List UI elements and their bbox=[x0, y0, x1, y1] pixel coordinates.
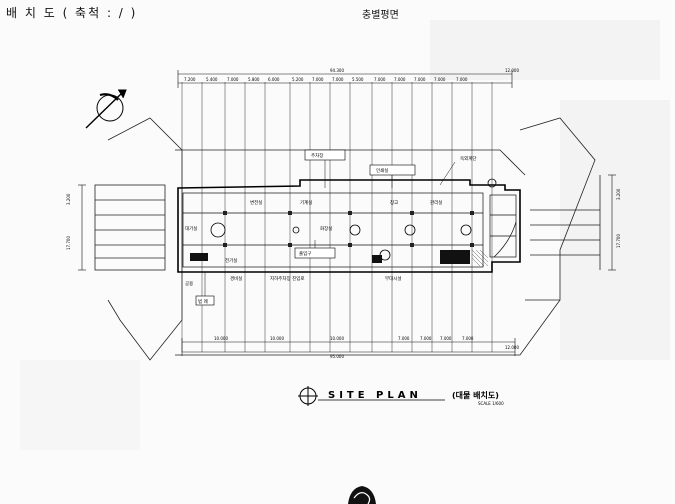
top-dim: 5.500 bbox=[352, 77, 364, 82]
room-label: 출입구 bbox=[299, 250, 311, 257]
bottom-dim: 10.000 bbox=[270, 336, 284, 341]
left-dimension-line bbox=[78, 174, 616, 271]
hatch bbox=[471, 249, 489, 267]
room-label: 관리실 bbox=[430, 199, 442, 206]
site-boundary bbox=[94, 117, 601, 361]
right-dimension: 12.000 bbox=[505, 68, 519, 73]
room-label: 기계실 bbox=[300, 199, 312, 206]
right-side-dimension-lower: 17.700 bbox=[616, 234, 621, 248]
top-dim: 7.000 bbox=[434, 77, 446, 82]
circular-fixtures bbox=[210, 178, 497, 261]
overall-top-dimension: 94.300 bbox=[330, 68, 344, 73]
top-dim: 7.000 bbox=[414, 77, 426, 82]
plan-subtitle: (대물 배치도) bbox=[452, 390, 499, 400]
seal-stamp bbox=[348, 486, 376, 504]
room-label: 대기실 bbox=[185, 225, 197, 232]
column-grid-lines bbox=[181, 82, 493, 352]
room-label: 전기실 bbox=[225, 257, 237, 264]
overall-bottom-dimension: 95.000 bbox=[330, 354, 344, 359]
scan-noise bbox=[20, 20, 670, 450]
drawing-title-scale: 배 치 도 ( 축척 : / ) bbox=[6, 6, 138, 20]
top-dim: 7.000 bbox=[227, 77, 239, 82]
top-dim-labels: 7.200 5.400 7.000 5.800 6.000 5.200 7.00… bbox=[184, 77, 468, 82]
top-dimension-chain bbox=[177, 70, 513, 88]
bottom-dim: 7.000 bbox=[440, 336, 452, 341]
room-label: 지하주차장 진입로 bbox=[270, 275, 305, 282]
top-dim: 7.000 bbox=[394, 77, 406, 82]
floor-plan-title: 충별평면 bbox=[362, 10, 399, 21]
scale-note: SCALE 1/600 bbox=[478, 401, 504, 406]
room-label: 창고 bbox=[390, 199, 398, 206]
room-label-boxes bbox=[195, 149, 416, 306]
top-dim: 5.400 bbox=[206, 77, 218, 82]
structural-columns bbox=[223, 211, 474, 247]
top-dim: 7.200 bbox=[184, 77, 196, 82]
bottom-dim: 10.000 bbox=[330, 336, 344, 341]
room-label: 공용 bbox=[185, 281, 193, 287]
room-label: 경비실 bbox=[230, 275, 242, 282]
equipment-fills bbox=[190, 250, 470, 264]
bottom-dim: 7.000 bbox=[420, 336, 432, 341]
room-label: 옥외계단 bbox=[460, 155, 477, 162]
bottom-dim: 10.000 bbox=[214, 336, 228, 341]
north-arrow-icon bbox=[85, 89, 127, 129]
right-side-dimension: 3.200 bbox=[616, 188, 621, 200]
left-dimension-lower: 17.700 bbox=[66, 236, 71, 250]
bottom-dimension-chain bbox=[181, 338, 516, 356]
building-outline bbox=[177, 179, 521, 273]
bottom-dim: 7.000 bbox=[398, 336, 410, 341]
right-bottom-dimension: 12.000 bbox=[505, 345, 519, 350]
building-inner bbox=[182, 192, 517, 268]
room-label: 변전실 bbox=[250, 199, 262, 206]
top-dim: 6.000 bbox=[268, 77, 280, 82]
top-dim: 5.800 bbox=[248, 77, 260, 82]
room-label: 화장실 bbox=[320, 225, 332, 232]
title-symbol-icon bbox=[298, 386, 445, 406]
top-dim: 7.000 bbox=[456, 77, 468, 82]
top-dim: 5.200 bbox=[292, 77, 304, 82]
leader-lines bbox=[204, 160, 456, 296]
room-label: 부대시설 bbox=[385, 275, 402, 282]
plan-title: SITE PLAN bbox=[328, 390, 422, 401]
top-dim: 7.000 bbox=[332, 77, 344, 82]
top-dim: 7.000 bbox=[312, 77, 324, 82]
bottom-dim-labels: 10.000 10.000 10.000 7.000 7.000 7.000 7… bbox=[214, 336, 474, 341]
bottom-dim: 7.000 bbox=[462, 336, 474, 341]
left-dimension: 3.200 bbox=[66, 193, 71, 205]
top-dim: 7.000 bbox=[374, 77, 386, 82]
room-label: 인쇄실 bbox=[376, 167, 388, 174]
legend-label: 범 례 bbox=[198, 298, 208, 305]
room-label: 주차장 bbox=[311, 152, 323, 159]
